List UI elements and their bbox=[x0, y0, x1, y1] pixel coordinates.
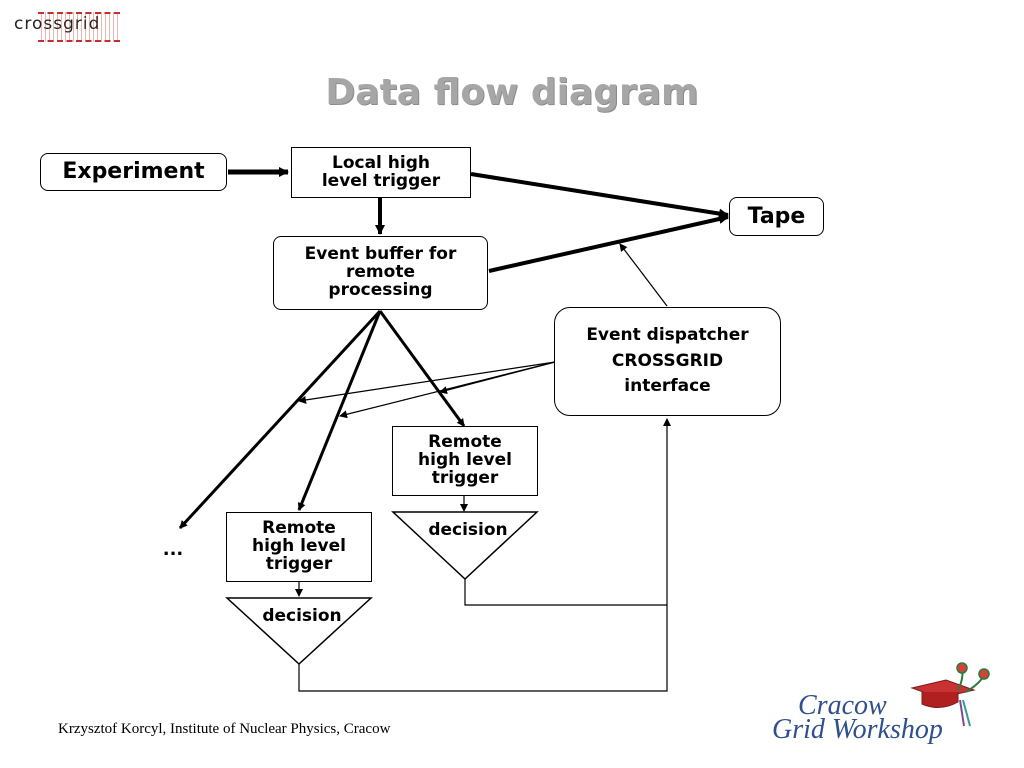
tape-box: Tape bbox=[729, 197, 824, 236]
graduation-cap-icon bbox=[910, 662, 990, 727]
event-buffer-label: Event buffer for remote processing bbox=[304, 244, 457, 300]
arrow-buffer-to-remote-2 bbox=[378, 310, 466, 427]
ellipsis-label: ... bbox=[163, 539, 184, 560]
local-trigger-box: Local high level trigger bbox=[291, 147, 471, 198]
arrow-buffer-to-remote-1 bbox=[297, 310, 382, 511]
decision-label-2: decision bbox=[428, 520, 507, 540]
arrow-dispatcher-to-line-a bbox=[298, 361, 556, 404]
event-dispatcher-box: Event dispatcher CROSSGRID interface bbox=[554, 307, 781, 416]
crossgrid-logo: crossgrid bbox=[14, 12, 120, 42]
workshop-name-line-2: Grid Workshop bbox=[772, 714, 943, 745]
decision-triangle-1 bbox=[225, 597, 373, 666]
experiment-box: Experiment bbox=[40, 153, 227, 191]
arrow-buffer-to-tape bbox=[488, 214, 729, 273]
footer-author: Krzysztof Korcyl, Institute of Nuclear P… bbox=[58, 721, 391, 737]
remote-trigger-label-2: Remote high level trigger bbox=[418, 432, 512, 488]
remote-trigger-box-1: Remote high level trigger bbox=[226, 512, 372, 582]
decision-label-1: decision bbox=[262, 606, 341, 626]
workshop-name-line-1: Cracow bbox=[798, 690, 887, 721]
arrow-dispatcher-to-line-c bbox=[439, 361, 556, 395]
page-title: Data flow diagram bbox=[325, 72, 699, 113]
decision-triangle-2 bbox=[391, 511, 539, 581]
dispatcher-line-3: interface bbox=[624, 376, 711, 397]
dispatcher-line-2: CROSSGRID bbox=[611, 350, 724, 371]
tape-label: Tape bbox=[747, 203, 806, 229]
arrow-dispatcher-to-tape bbox=[619, 243, 668, 307]
workshop-logo: Cracow Grid Workshop bbox=[770, 660, 1000, 750]
remote-trigger-box-2: Remote high level trigger bbox=[392, 426, 538, 496]
event-buffer-box: Event buffer for remote processing bbox=[273, 236, 488, 310]
feedback-path-2 bbox=[464, 418, 671, 606]
arrow-buffer-to-ellipsis bbox=[178, 309, 382, 530]
local-trigger-label: Local high level trigger bbox=[321, 152, 441, 191]
remote-trigger-label-1: Remote high level trigger bbox=[252, 518, 346, 574]
experiment-label: Experiment bbox=[62, 159, 205, 185]
logo-text: crossgrid bbox=[14, 14, 100, 34]
feedback-path-1 bbox=[298, 605, 668, 692]
dispatcher-line-1: Event dispatcher bbox=[586, 324, 749, 345]
logo-hatch bbox=[38, 12, 120, 42]
arrow-trigger-to-tape bbox=[470, 172, 729, 219]
